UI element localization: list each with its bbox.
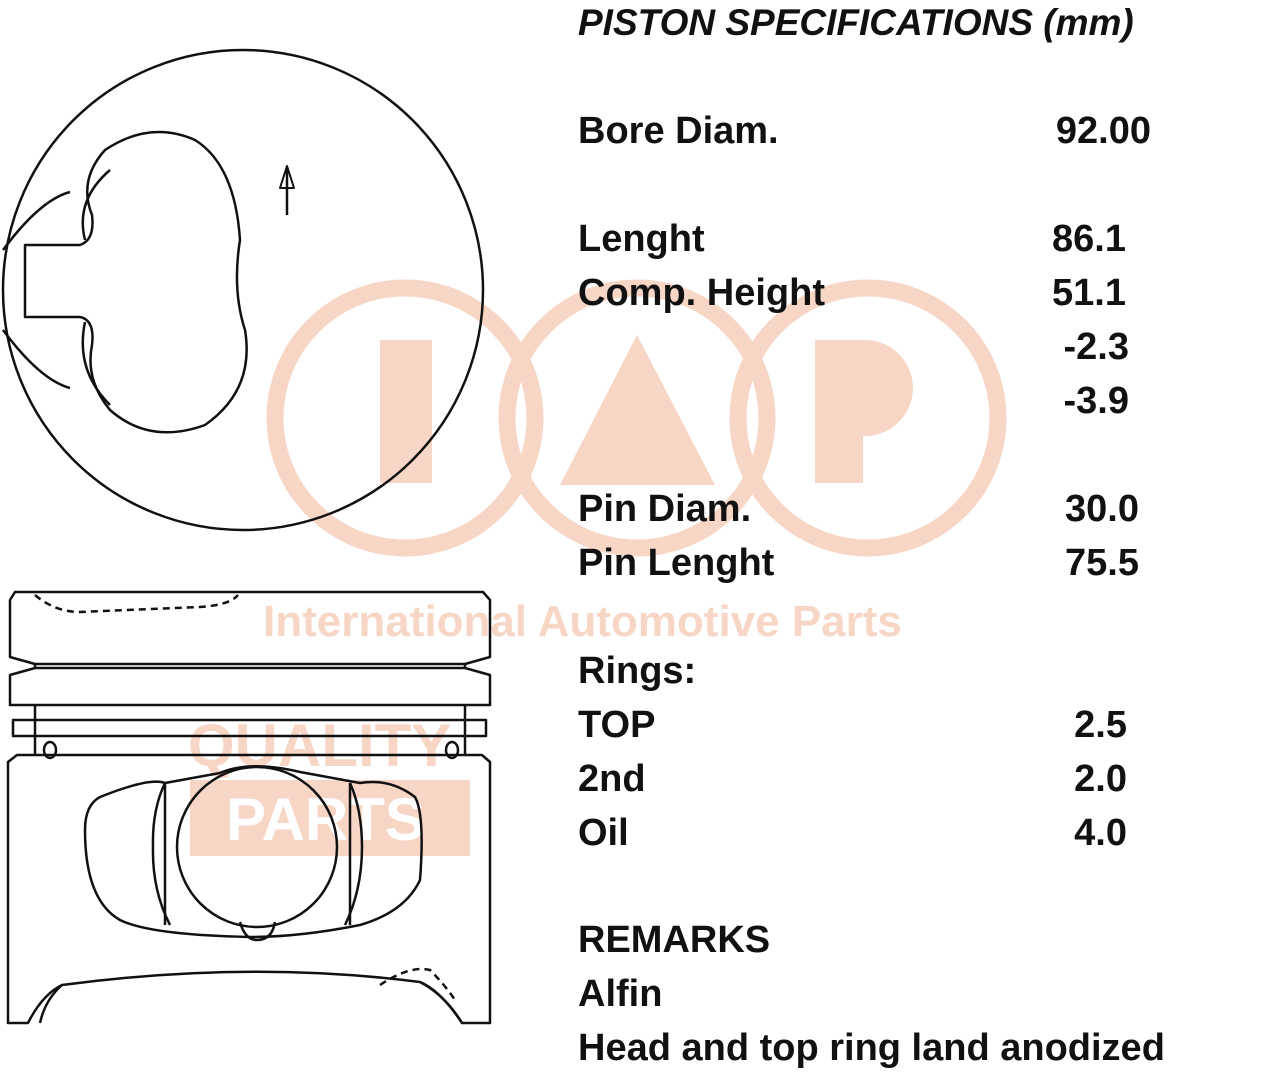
spec-label-length: Lenght <box>578 218 705 260</box>
spec-value-ring-oil: 4.0 <box>1074 812 1127 854</box>
spec-label-bore: Bore Diam. <box>578 110 779 152</box>
watermark-quality: QUALITY <box>188 712 452 779</box>
spec-value-offset-1: -2.3 <box>1063 326 1129 368</box>
spec-label-rings: Rings: <box>578 650 697 692</box>
watermark-parts: PARTS <box>226 786 425 853</box>
spec-title: PISTON SPECIFICATIONS (mm) <box>578 2 1134 43</box>
spec-value-pin-diam: 30.0 <box>1065 488 1139 530</box>
spec-label-pin-diam: Pin Diam. <box>578 488 752 530</box>
spec-label-ring-oil: Oil <box>578 812 629 854</box>
piston-side-view <box>6 590 492 1025</box>
remarks-heading: REMARKS <box>578 919 771 961</box>
spec-value-ring-2nd: 2.0 <box>1074 758 1127 800</box>
spec-value-ring-top: 2.5 <box>1074 704 1127 746</box>
spec-label-ring-2nd: 2nd <box>578 758 646 800</box>
remarks-line: Alfin <box>578 973 663 1015</box>
spec-label-ring-top: TOP <box>578 704 656 746</box>
piston-top-view <box>1 48 485 532</box>
remarks-line: Head and top ring land anodized <box>578 1027 1165 1069</box>
spec-value-comp-height: 51.1 <box>1052 272 1126 314</box>
watermark-tagline: International Automotive Parts <box>263 597 902 646</box>
spec-value-offset-2: -3.9 <box>1063 380 1129 422</box>
spec-label-comp-height: Comp. Height <box>578 272 825 314</box>
spec-label-pin-length: Pin Lenght <box>578 542 775 584</box>
spec-value-length: 86.1 <box>1052 218 1126 260</box>
spec-value-pin-length: 75.5 <box>1065 542 1139 584</box>
spec-value-bore: 92.00 <box>1055 110 1151 152</box>
